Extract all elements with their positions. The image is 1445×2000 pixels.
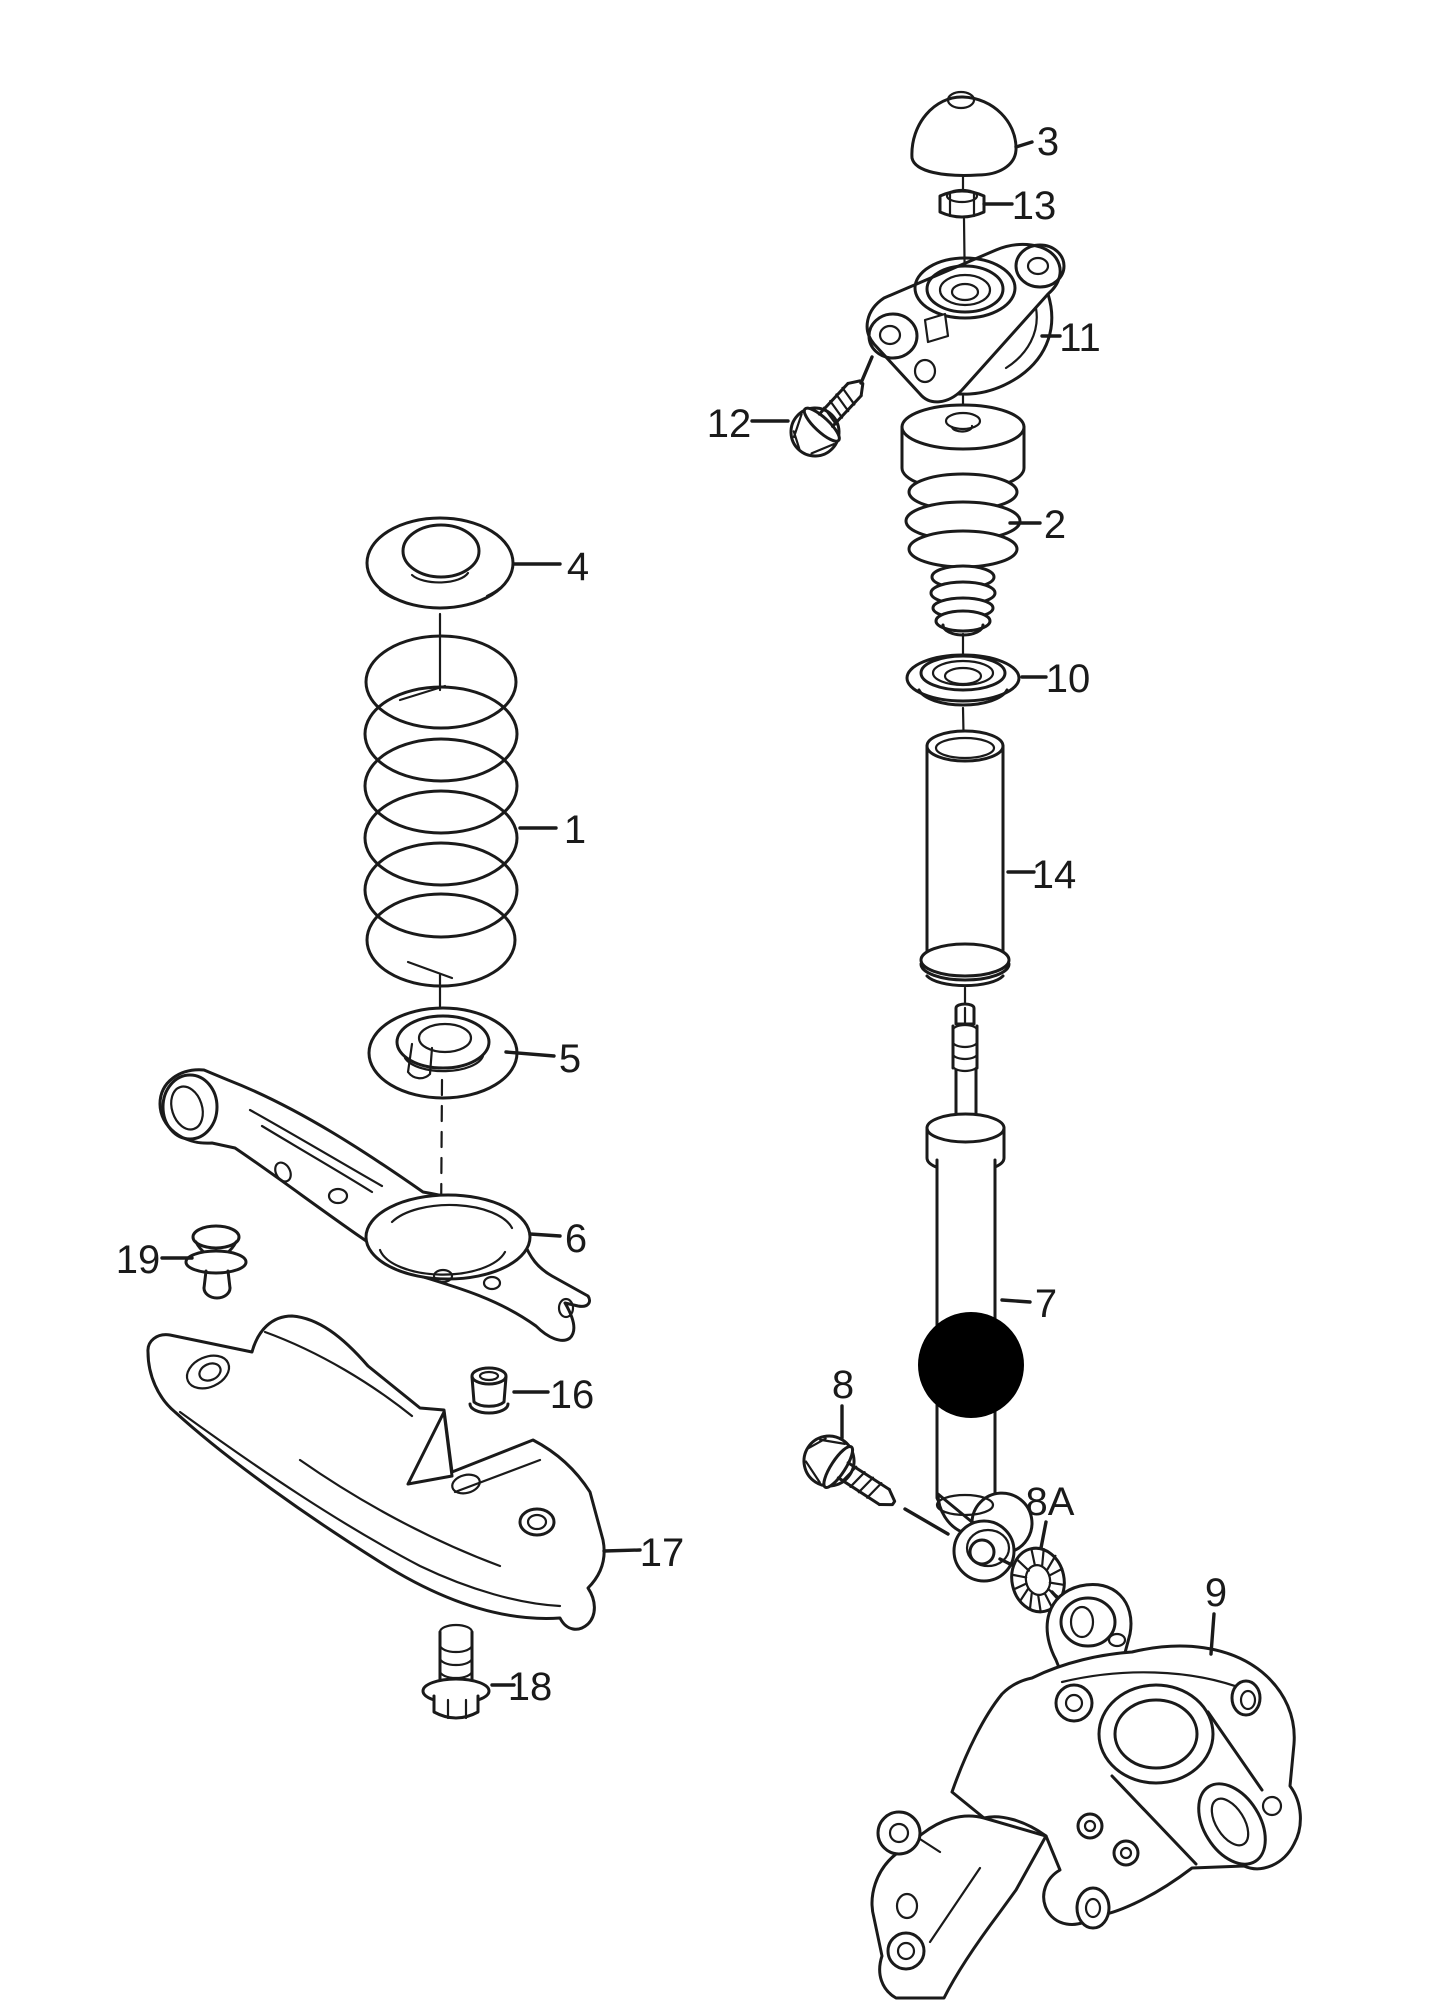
part-label-10: 10: [1046, 657, 1091, 701]
part-label-19: 19: [116, 1238, 161, 1282]
callout-11: 11: [1040, 316, 1101, 360]
part-label-5: 5: [559, 1037, 581, 1081]
stop-bushing: [468, 1366, 510, 1415]
callout-8a: 8A: [1026, 1480, 1075, 1550]
callout-8: 8: [832, 1363, 854, 1440]
callout-17: 17: [602, 1531, 685, 1575]
callout-16: 16: [512, 1373, 595, 1417]
callout-19: 19: [116, 1238, 194, 1282]
callout-6: 6: [528, 1217, 587, 1261]
upper-spring-pad: [365, 516, 515, 610]
part-label-7: 7: [1035, 1282, 1057, 1326]
part-label-12: 12: [707, 402, 752, 446]
lower-spring-seat: [367, 1006, 519, 1100]
part-label-9: 9: [1205, 1571, 1227, 1615]
wheel-bearing-housing: [870, 1583, 1302, 2000]
callout-9: 9: [1205, 1571, 1227, 1656]
mount-bolt-leader: [859, 355, 874, 385]
callout-3-leader: [1014, 140, 1034, 149]
retaining-pin: [184, 1224, 248, 1300]
part-label-16: 16: [550, 1373, 595, 1417]
callout-12: 12: [707, 402, 790, 446]
part-label-6: 6: [565, 1217, 587, 1261]
callout-5-leader: [504, 1050, 556, 1058]
coil-spring: [363, 634, 519, 988]
lock-nut: [938, 188, 986, 219]
callout-10: 10: [1020, 657, 1091, 701]
highlight-dot: [918, 1312, 1024, 1418]
part-label-11: 11: [1059, 316, 1101, 360]
callout-4: 4: [512, 545, 589, 589]
callout-14: 14: [1006, 853, 1077, 897]
callout-5: 5: [504, 1037, 581, 1081]
callout-7: 7: [1000, 1282, 1057, 1326]
callout-8a-leader: [1039, 1520, 1048, 1550]
toothed-washer: [998, 1546, 1066, 1614]
callout-1: 1: [518, 808, 586, 852]
part-label-14: 14: [1032, 853, 1077, 897]
callout-6-leader: [528, 1232, 562, 1238]
lower-control-arm: [158, 1068, 592, 1342]
damper-seat-ring: [905, 653, 1021, 707]
trailing-arm-bracket: [146, 1314, 606, 1631]
callout-9-leader: [1209, 1612, 1216, 1656]
part-label-2: 2: [1044, 503, 1066, 547]
part-label-1: 1: [564, 808, 586, 852]
part-label-18: 18: [508, 1665, 553, 1709]
callout-3: 3: [1014, 120, 1059, 164]
shock-bolt: [802, 1434, 897, 1507]
part-label-4: 4: [567, 545, 589, 589]
protective-cap: [910, 90, 1018, 177]
part-label-8a: 8A: [1026, 1480, 1075, 1524]
callout-17-leader: [602, 1548, 642, 1553]
shock-bolt-leader: [903, 1507, 950, 1536]
mount-bolt: [789, 379, 865, 458]
strut-top-mount: [865, 243, 1066, 404]
callout-18: 18: [490, 1665, 553, 1709]
callouts: 1 2 3 4 5 6 7 8: [116, 120, 1227, 1709]
part-label-17: 17: [640, 1531, 685, 1575]
part-label-13: 13: [1012, 184, 1057, 228]
callout-7-leader: [1000, 1298, 1032, 1304]
bump-stop: [900, 403, 1026, 637]
part-label-8: 8: [832, 1363, 854, 1407]
bracket-bolt: [421, 1623, 491, 1720]
protective-tube: [919, 729, 1011, 988]
callout-2: 2: [1008, 503, 1066, 547]
callout-13: 13: [982, 184, 1057, 228]
shock-absorber: [918, 1002, 1034, 1583]
part-label-3: 3: [1037, 120, 1059, 164]
